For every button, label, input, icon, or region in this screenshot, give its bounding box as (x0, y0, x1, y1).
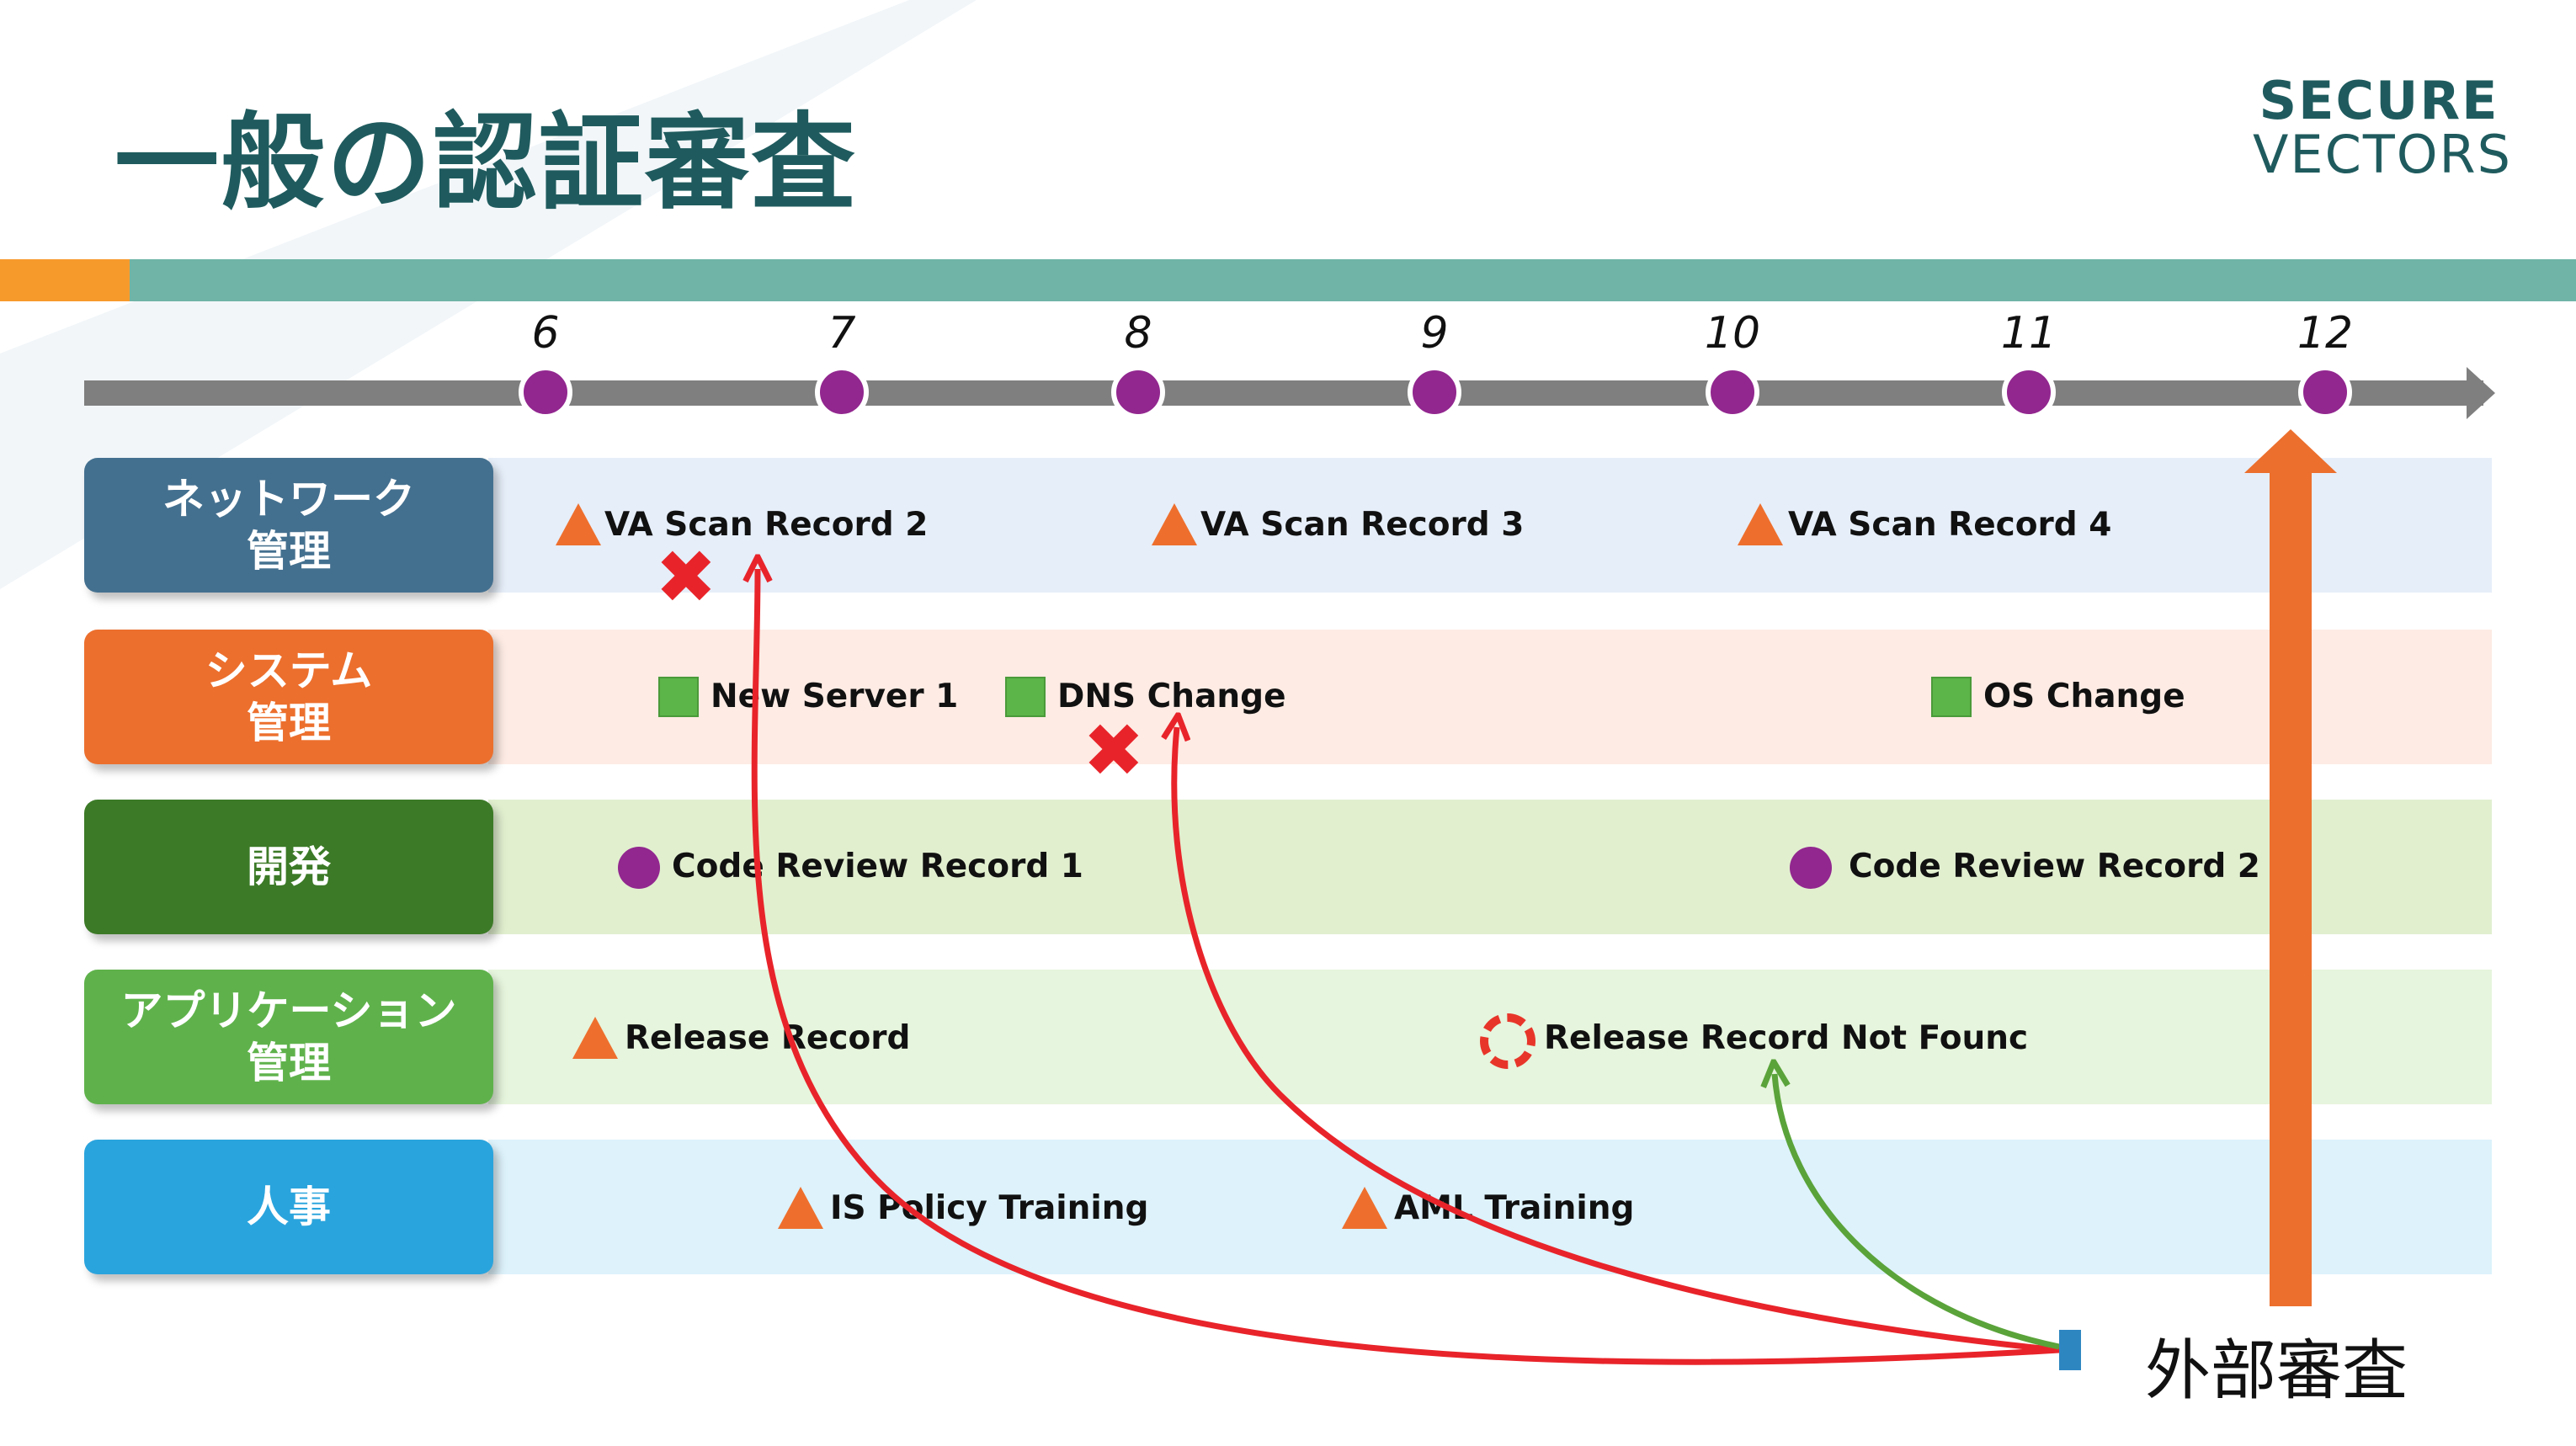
square-marker-icon (1005, 677, 1046, 717)
triangle-marker-icon (1152, 503, 1197, 545)
lane-label-line-1: アプリケーション (120, 986, 457, 1035)
header-band-accent (0, 259, 130, 301)
lane-development-background (488, 800, 2492, 934)
lane-network-background (488, 458, 2492, 593)
lane-label-hr: 人事 (84, 1140, 493, 1274)
square-marker-icon (1931, 677, 1972, 717)
external-audit-node (2059, 1330, 2081, 1370)
item-is-policy-training: IS Policy Training (830, 1189, 1149, 1227)
item-code-review-record-2: Code Review Record 2 (1849, 848, 2260, 885)
month-dot (519, 365, 572, 419)
square-marker-icon (658, 677, 699, 717)
lane-label-line-1: ネットワーク (162, 475, 415, 524)
month-dot (1408, 365, 1461, 419)
item-va-scan-record-3: VA Scan Record 3 (1200, 506, 1525, 544)
item-release-record: Release Record (625, 1019, 911, 1057)
audit-arrow-to-dns-change (1174, 727, 2060, 1353)
company-logo: SECURE VECTORS (2253, 70, 2512, 185)
triangle-marker-icon (1342, 1187, 1387, 1229)
page-title: 一般の認証審査 (114, 103, 858, 224)
month-label: 11 (2000, 308, 2057, 359)
item-aml-training: AML Training (1394, 1189, 1635, 1227)
lane-label-line-1: 人事 (247, 1183, 331, 1231)
timeline-axis (84, 367, 2495, 419)
logo-line-1: SECURE (2259, 70, 2499, 131)
month-dot (1706, 365, 1759, 419)
red-x-icon: ✖ (1083, 707, 1145, 794)
item-os-change: OS Change (1983, 678, 2185, 715)
lane-label-line-2: 管理 (247, 1039, 331, 1087)
triangle-marker-icon (572, 1017, 618, 1059)
triangle-marker-icon (556, 503, 601, 545)
month-dot (815, 365, 869, 419)
audit-arrow-to-va-scan-record-2 (754, 569, 2060, 1365)
item-va-scan-record-4: VA Scan Record 4 (1788, 506, 2112, 544)
item-code-review-record-1: Code Review Record 1 (672, 848, 1083, 885)
item-va-scan-record-2: VA Scan Record 2 (604, 506, 929, 544)
lane-label-line-1: システム (205, 646, 373, 695)
month-label: 9 (1420, 308, 1449, 359)
red-x-icon: ✖ (655, 534, 717, 620)
month-label: 8 (1124, 308, 1152, 359)
lane-label-application: アプリケーション 管理 (84, 970, 493, 1104)
lane-label-line-1: 開発 (247, 843, 331, 891)
item-new-server-1: New Server 1 (711, 678, 959, 715)
triangle-marker-icon (778, 1187, 823, 1229)
month-dot (2298, 365, 2352, 419)
month-label: 7 (828, 308, 856, 359)
month-dot (2002, 365, 2056, 419)
item-dns-change: DNS Change (1057, 678, 1286, 715)
lane-label-line-2: 管理 (247, 699, 331, 747)
lane-label-line-2: 管理 (247, 527, 331, 576)
lane-label-system: システム 管理 (84, 630, 493, 764)
circle-marker-icon (618, 847, 660, 889)
item-release-record-not-found: Release Record Not Founc (1544, 1019, 2029, 1057)
lane-label-network: ネットワーク 管理 (84, 458, 493, 593)
header-band (130, 259, 2576, 301)
audit-timing-arrow (2244, 429, 2337, 1306)
lane-label-development: 開発 (84, 800, 493, 934)
month-label: 12 (2297, 308, 2354, 359)
audit-arrow-to-release-not-found (1775, 1074, 2060, 1350)
lane-system-background (488, 630, 2492, 764)
circle-marker-icon (1790, 847, 1832, 889)
month-dot (1111, 365, 1165, 419)
triangle-marker-icon (1738, 503, 1783, 545)
logo-line-2: VECTORS (2253, 124, 2512, 185)
external-audit-label: 外部審査 (2145, 1333, 2408, 1409)
month-dots (519, 365, 2352, 419)
dashed-ring-icon (1480, 1013, 1535, 1069)
month-label: 6 (531, 308, 560, 359)
month-label: 10 (1704, 308, 1761, 359)
